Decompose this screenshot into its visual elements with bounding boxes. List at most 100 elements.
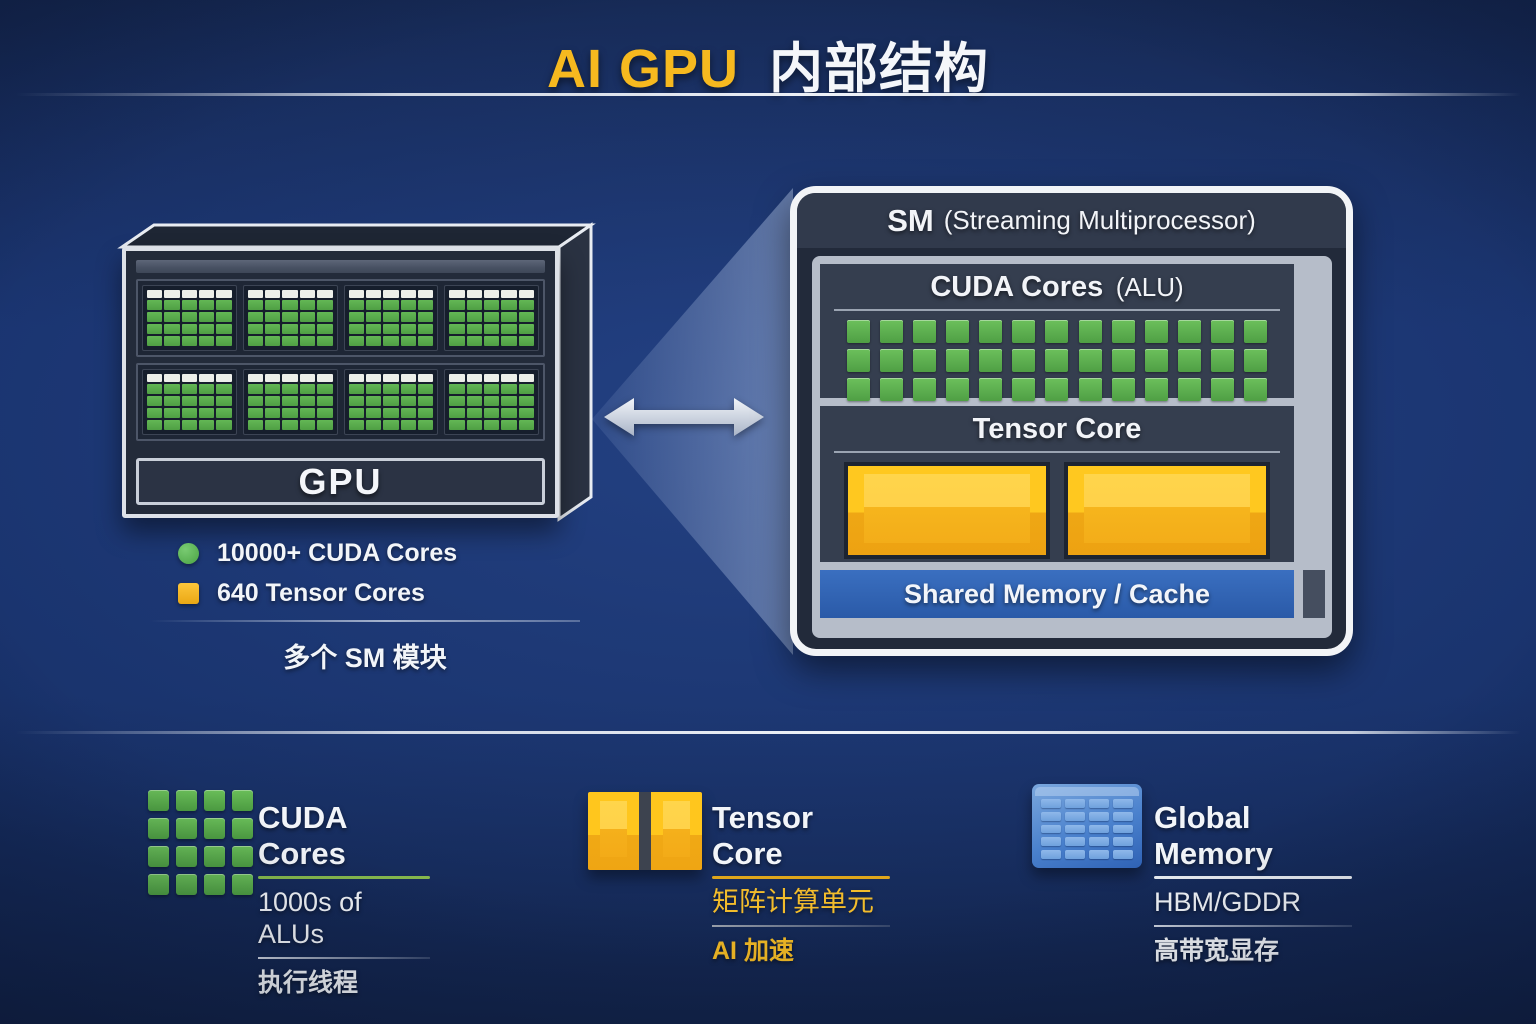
footer-subtitle: HBM/GDDR <box>1154 887 1301 917</box>
sm-title: SM <box>887 202 934 238</box>
core-cell <box>265 374 281 382</box>
cuda-core-grid <box>847 320 1267 401</box>
core-cell <box>181 374 198 382</box>
core-cell <box>466 420 482 430</box>
gpu-sm-block <box>142 369 237 435</box>
gpu-3d-faces <box>117 222 596 522</box>
core-cell <box>1210 378 1234 401</box>
gpu-sm-block <box>444 285 539 351</box>
core-cell <box>1078 349 1102 372</box>
core-cell <box>176 790 197 811</box>
core-cell <box>199 396 215 406</box>
gpu-top-strip <box>136 260 545 273</box>
core-cell <box>483 324 500 334</box>
core-cell <box>199 312 215 322</box>
core-cell <box>365 300 382 310</box>
core-cell <box>501 290 517 298</box>
core-cell <box>518 420 534 430</box>
core-cell <box>148 846 169 867</box>
tensor-core-inner <box>864 474 1030 543</box>
core-cell <box>247 312 264 322</box>
tensor-core-icon <box>588 792 702 870</box>
core-cell <box>383 396 399 406</box>
core-cell <box>400 336 416 346</box>
tensor-title: Tensor Core <box>972 413 1142 445</box>
core-cell <box>1113 811 1133 821</box>
core-cell <box>1045 378 1069 401</box>
core-cell <box>216 396 232 406</box>
core-cell <box>247 336 264 346</box>
tensor-icon-gap <box>639 792 651 870</box>
core-cell <box>1045 349 1069 372</box>
core-cell <box>282 290 298 298</box>
cuda-title-bold: CUDA Cores <box>930 271 1104 303</box>
core-cell <box>299 408 316 418</box>
core-cell <box>164 384 180 394</box>
core-cell <box>164 374 180 382</box>
core-cell <box>348 324 364 334</box>
core-cell <box>483 374 500 382</box>
core-cell <box>518 336 534 346</box>
core-cell <box>317 384 333 394</box>
core-cell <box>147 312 163 322</box>
core-cell <box>265 396 281 406</box>
core-cell <box>265 290 281 298</box>
core-cell <box>299 324 316 334</box>
core-cell <box>216 300 232 310</box>
tensor-icon-pane <box>651 792 702 870</box>
core-cell <box>449 420 465 430</box>
core-cell <box>199 384 215 394</box>
core-cell <box>383 300 399 310</box>
core-cell <box>880 349 904 372</box>
core-cell <box>365 336 382 346</box>
core-cell <box>466 396 482 406</box>
core-cell <box>417 324 434 334</box>
core-cell <box>1177 349 1201 372</box>
core-cell <box>417 374 434 382</box>
page-title: AI GPU 内部结构 <box>0 24 1536 103</box>
core-cell <box>449 396 465 406</box>
core-cell <box>282 420 298 430</box>
cuda-title-rest: (ALU) <box>1115 272 1184 302</box>
core-cell <box>1113 824 1133 834</box>
core-cell <box>216 420 232 430</box>
core-cell <box>181 290 198 298</box>
core-cell <box>348 384 364 394</box>
core-cell <box>501 336 517 346</box>
core-cell <box>449 336 465 346</box>
footer-accent-underline <box>712 876 890 879</box>
core-cell <box>164 396 180 406</box>
core-cell <box>365 408 382 418</box>
core-cell <box>1065 799 1085 808</box>
core-cell <box>501 374 517 382</box>
core-cell <box>417 290 434 298</box>
shared-memory-port <box>1303 570 1325 618</box>
green-circle-icon <box>178 542 199 564</box>
core-cell <box>1111 349 1135 372</box>
tensor-core-block <box>1064 462 1270 559</box>
core-cell <box>216 336 232 346</box>
core-cell <box>348 420 364 430</box>
core-cell <box>199 408 215 418</box>
tensor-core-block <box>844 462 1050 559</box>
core-cell <box>299 374 316 382</box>
core-cell <box>282 384 298 394</box>
footer-sub-underline <box>258 957 430 959</box>
core-cell <box>1113 799 1133 808</box>
core-cell <box>400 300 416 310</box>
core-cell <box>199 336 215 346</box>
core-cell <box>417 300 434 310</box>
core-cell <box>265 384 281 394</box>
core-cell <box>247 324 264 334</box>
core-cell <box>147 384 163 394</box>
core-cell <box>204 846 225 867</box>
legend-item-cuda: 10000+ CUDA Cores <box>178 539 580 567</box>
core-cell <box>400 396 416 406</box>
core-cell <box>483 312 500 322</box>
core-cell <box>365 290 382 298</box>
core-cell <box>1243 378 1267 401</box>
gpu-sm-block <box>142 285 237 351</box>
core-cell <box>1113 837 1133 847</box>
core-cell <box>1089 837 1109 847</box>
